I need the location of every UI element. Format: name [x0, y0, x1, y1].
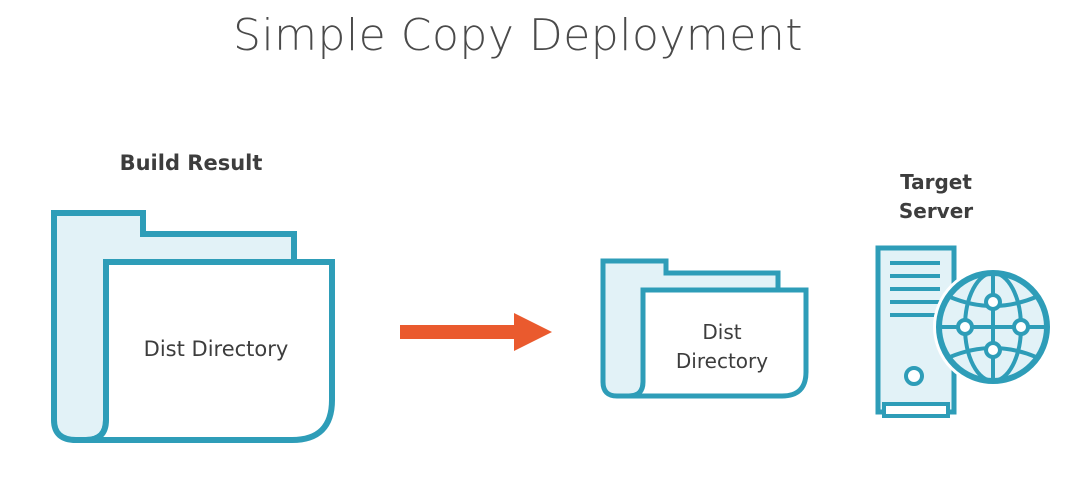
build-result-label: Build Result: [120, 151, 263, 175]
server-icon: [875, 245, 957, 418]
target-server-label-line2: Server: [899, 199, 973, 223]
build-folder-icon: [51, 210, 335, 443]
build-folder-label: Dist Directory: [144, 337, 289, 361]
target-server-label-line1: Target: [900, 170, 972, 194]
target-folder-icon: [600, 258, 809, 399]
globe-icon: [933, 267, 1053, 387]
target-folder-label-line2: Directory: [676, 349, 768, 373]
target-folder-label-line1: Dist: [702, 320, 741, 344]
diagram-title: Simple Copy Deployment: [233, 10, 803, 61]
right-arrow-icon: [400, 313, 552, 351]
